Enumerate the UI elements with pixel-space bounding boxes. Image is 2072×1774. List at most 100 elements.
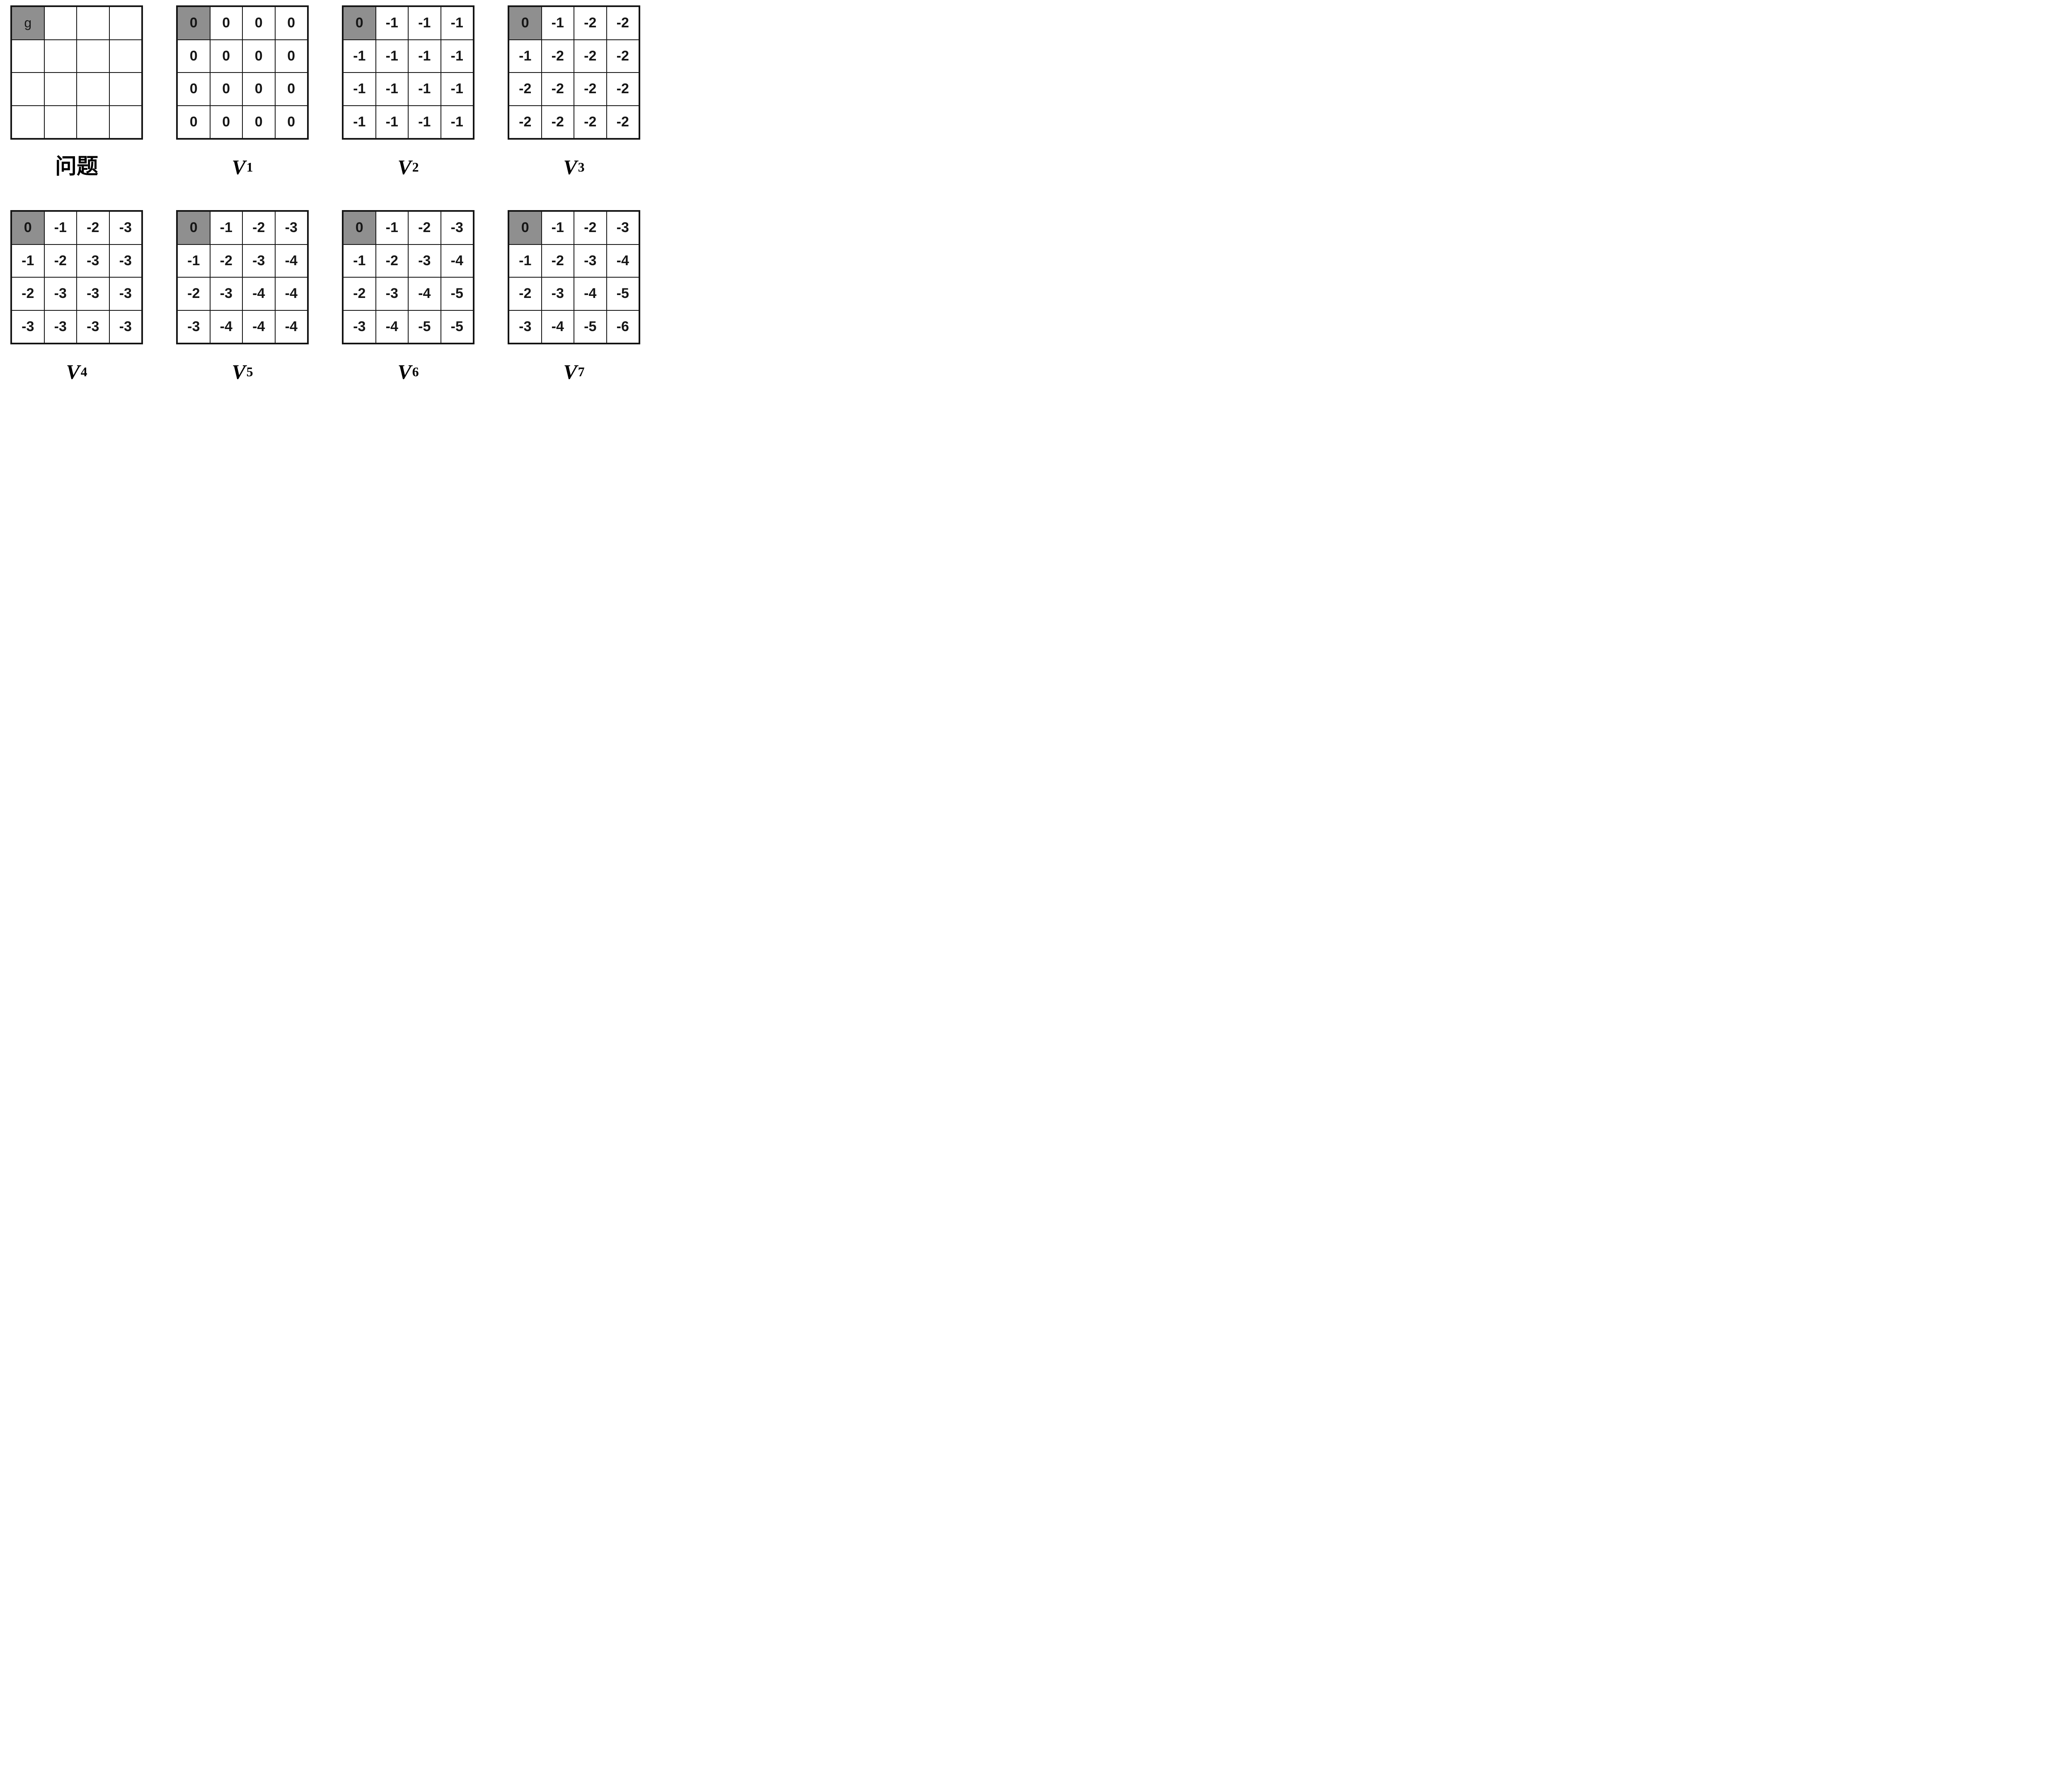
cell-v2-r0c3: -1 <box>441 7 473 40</box>
cell-v3-r0c3: -2 <box>606 7 639 40</box>
grid-v4: 0-1-2-3-1-2-3-3-2-3-3-3-3-3-3-3 <box>10 210 143 344</box>
cell-v7-r3c1: -4 <box>541 310 574 343</box>
grid-problem: g <box>10 5 143 140</box>
cell-v5-r0c0: 0 <box>177 211 210 244</box>
cell-v2-r1c3: -1 <box>441 39 473 73</box>
cell-v3-r2c3: -2 <box>606 73 639 106</box>
cell-v2-r3c1: -1 <box>375 105 408 138</box>
cell-problem-r3c0 <box>12 105 44 138</box>
cell-v4-r0c0: 0 <box>12 211 44 244</box>
caption-symbol: V <box>563 155 577 179</box>
cell-v1-r3c1: 0 <box>210 105 242 138</box>
cell-problem-r2c2 <box>77 73 109 106</box>
cell-v2-r2c0: -1 <box>343 73 376 106</box>
cell-v3-r3c1: -2 <box>541 105 574 138</box>
cell-v4-r1c0: -1 <box>12 244 44 277</box>
cell-v4-r0c1: -1 <box>44 211 77 244</box>
cell-v4-r2c3: -3 <box>109 277 142 310</box>
caption-symbol: V <box>397 155 411 179</box>
cell-v3-r0c2: -2 <box>574 7 607 40</box>
cell-v3-r1c0: -1 <box>509 39 542 73</box>
cell-v5-r2c2: -4 <box>242 277 275 310</box>
cell-v1-r2c0: 0 <box>177 73 210 106</box>
cell-v5-r1c3: -4 <box>275 244 307 277</box>
cell-v1-r0c0: 0 <box>177 7 210 40</box>
cell-problem-r1c1 <box>44 39 77 73</box>
cell-v4-r3c0: -3 <box>12 310 44 343</box>
cell-v7-r1c3: -4 <box>606 244 639 277</box>
cell-v2-r0c2: -1 <box>408 7 441 40</box>
cell-v5-r1c0: -1 <box>177 244 210 277</box>
cell-v1-r2c1: 0 <box>210 73 242 106</box>
cell-v3-r2c1: -2 <box>541 73 574 106</box>
cell-v4-r3c3: -3 <box>109 310 142 343</box>
cell-v5-r2c3: -4 <box>275 277 307 310</box>
cell-v3-r0c0: 0 <box>509 7 542 40</box>
cell-v4-r1c1: -2 <box>44 244 77 277</box>
cell-v3-r1c1: -2 <box>541 39 574 73</box>
cell-v6-r1c2: -3 <box>408 244 441 277</box>
cell-problem-r1c0 <box>12 39 44 73</box>
cell-v4-r2c2: -3 <box>77 277 109 310</box>
cell-v3-r0c1: -1 <box>541 7 574 40</box>
caption-symbol: V <box>563 360 577 383</box>
cell-v5-r2c0: -2 <box>177 277 210 310</box>
cell-v6-r0c3: -3 <box>441 211 473 244</box>
cell-v2-r3c3: -1 <box>441 105 473 138</box>
cell-v1-r3c3: 0 <box>275 105 307 138</box>
cell-v1-r1c3: 0 <box>275 39 307 73</box>
cell-v1-r0c1: 0 <box>210 7 242 40</box>
cell-v4-r2c1: -3 <box>44 277 77 310</box>
cell-v1-r1c0: 0 <box>177 39 210 73</box>
cell-v1-r1c2: 0 <box>242 39 275 73</box>
caption-problem: 问题 <box>55 152 98 182</box>
cell-v2-r1c0: -1 <box>343 39 376 73</box>
cell-v6-r1c3: -4 <box>441 244 473 277</box>
cell-v6-r1c0: -1 <box>343 244 376 277</box>
cell-v1-r2c3: 0 <box>275 73 307 106</box>
cell-v7-r0c2: -2 <box>574 211 607 244</box>
cell-v4-r1c2: -3 <box>77 244 109 277</box>
cell-problem-r2c0 <box>12 73 44 106</box>
cell-v6-r1c1: -2 <box>375 244 408 277</box>
cell-v1-r2c2: 0 <box>242 73 275 106</box>
grid-v2: 0-1-1-1-1-1-1-1-1-1-1-1-1-1-1-1 <box>342 5 474 140</box>
caption-symbol: V <box>232 155 246 179</box>
cell-problem-r3c1 <box>44 105 77 138</box>
cell-v2-r0c1: -1 <box>375 7 408 40</box>
grid-v7: 0-1-2-3-1-2-3-4-2-3-4-5-3-4-5-6 <box>508 210 640 344</box>
cell-v3-r3c2: -2 <box>574 105 607 138</box>
caption-symbol: V <box>397 360 411 383</box>
cell-v6-r2c0: -2 <box>343 277 376 310</box>
cell-v5-r1c1: -2 <box>210 244 242 277</box>
cell-v4-r1c3: -3 <box>109 244 142 277</box>
cell-v6-r0c1: -1 <box>375 211 408 244</box>
cell-v5-r0c1: -1 <box>210 211 242 244</box>
caption-symbol: V <box>232 360 246 383</box>
cell-v6-r3c3: -5 <box>441 310 473 343</box>
cell-v2-r3c0: -1 <box>343 105 376 138</box>
cell-v7-r3c2: -5 <box>574 310 607 343</box>
caption-text: 问题 <box>55 155 98 179</box>
cell-v2-r2c1: -1 <box>375 73 408 106</box>
cell-v4-r2c0: -2 <box>12 277 44 310</box>
cell-v2-r1c2: -1 <box>408 39 441 73</box>
cell-v1-r1c1: 0 <box>210 39 242 73</box>
cell-v4-r3c1: -3 <box>44 310 77 343</box>
cell-v6-r0c2: -2 <box>408 211 441 244</box>
panel-problem: g 问题 <box>10 5 143 182</box>
cell-v6-r0c0: 0 <box>343 211 376 244</box>
cell-v3-r1c2: -2 <box>574 39 607 73</box>
cell-v7-r0c0: 0 <box>509 211 542 244</box>
